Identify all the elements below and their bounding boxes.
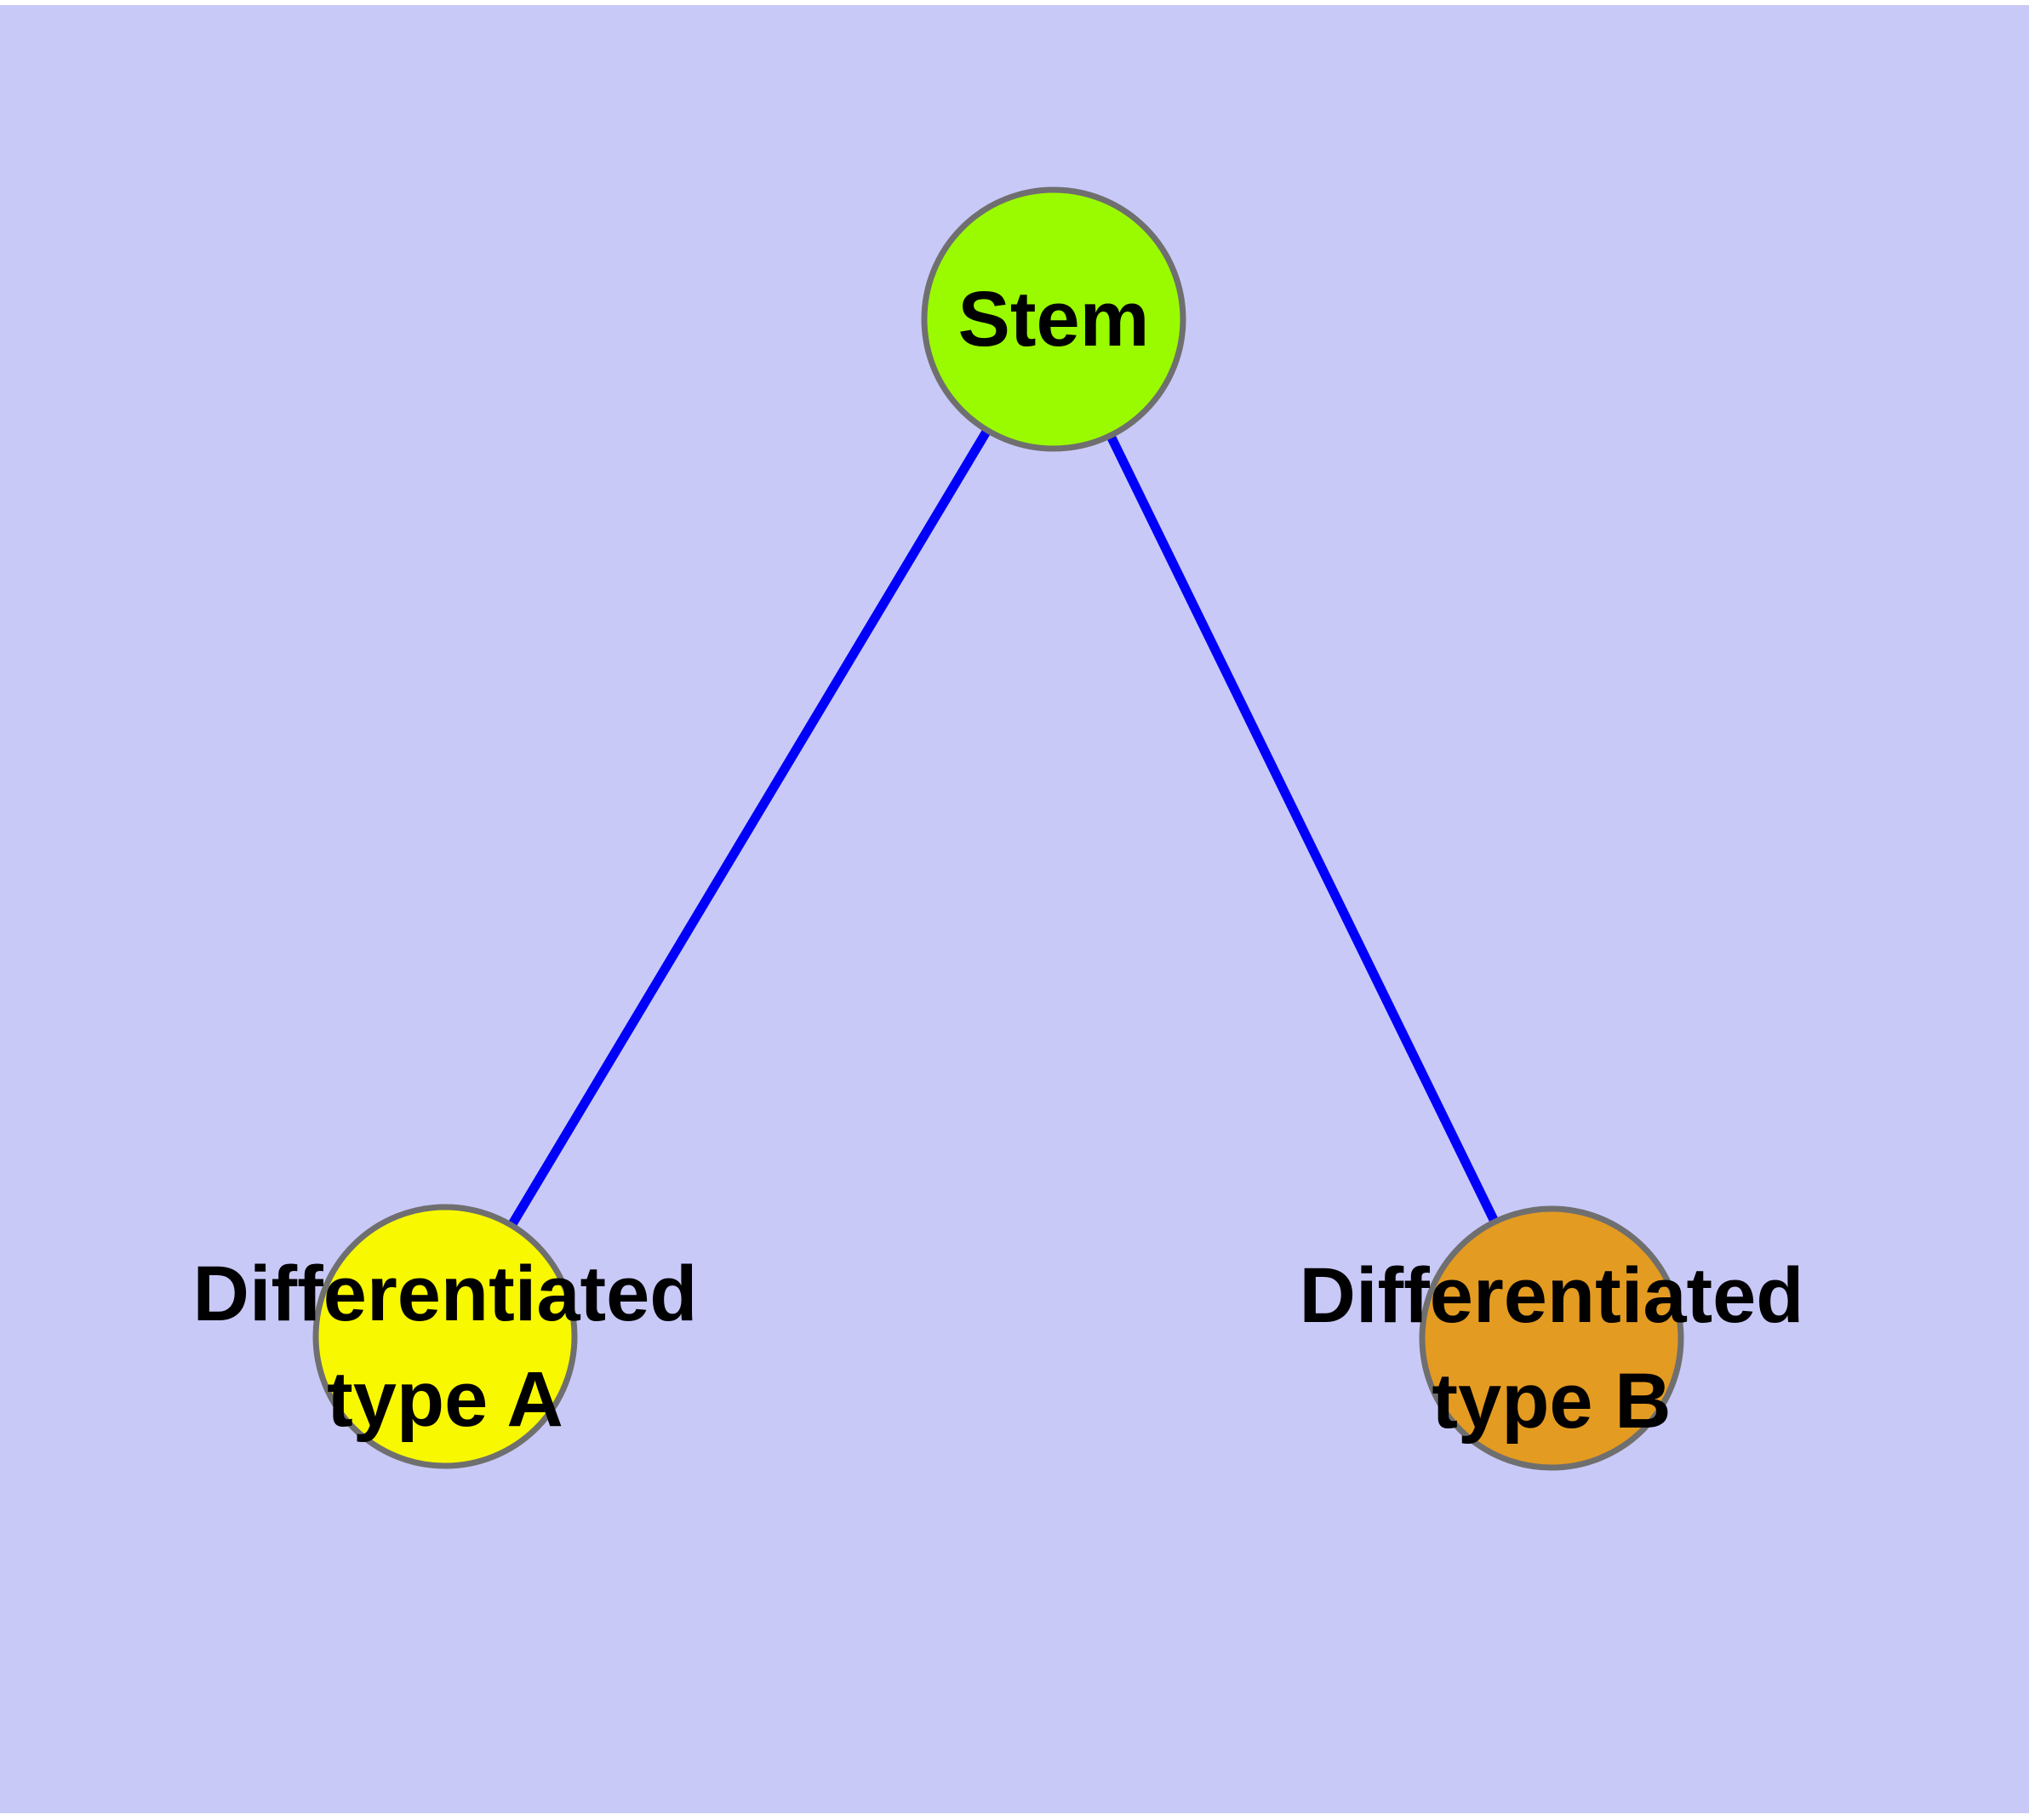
node-differentiated-type-b: Differentiated type B [1300,1205,1804,1471]
node-type-b-circle [1419,1205,1684,1471]
node-stem-circle [921,186,1186,452]
node-type-a-circle [312,1204,578,1469]
edge-stem-to-type-a [441,317,1058,1339]
edge-stem-to-type-b [1049,317,1556,1341]
node-type-b-label-line2: type B [1432,1358,1671,1445]
node-type-a-label-line2: type A [327,1356,563,1443]
node-type-b-label-line1: Differentiated [1300,1252,1804,1339]
node-stem-label: Stem [958,276,1150,363]
node-differentiated-type-a: Differentiated type A [193,1204,698,1469]
node-type-a-label-line1: Differentiated [193,1251,698,1337]
node-stem: Stem [921,186,1186,452]
